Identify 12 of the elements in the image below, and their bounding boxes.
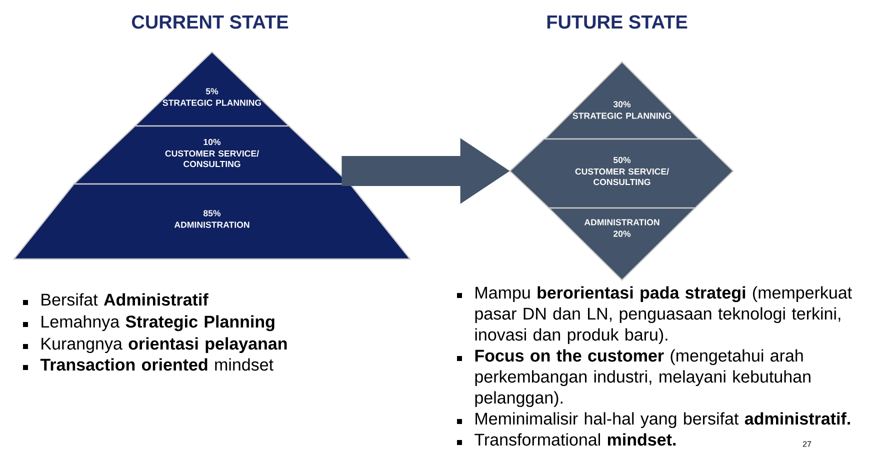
bullet-item: Meminimalisir hal-hal yang bersifat administratif. bbox=[457, 412, 850, 428]
bullet-item: Bersifat Administratif bbox=[23, 293, 208, 306]
bullet-item: Kurangnya orientasi pelayanan bbox=[23, 337, 287, 354]
bullet-item: Lemahnya Strategic Planning bbox=[23, 315, 274, 332]
heading: FUTURE STATE bbox=[547, 15, 688, 29]
bullet-item: Transformational mindset. bbox=[457, 433, 676, 446]
diamond-band: 50% CUSTOMER SERVICE/ CONSULTING bbox=[509, 138, 734, 209]
heading: CURRENT STATE bbox=[132, 15, 288, 29]
bullet-item: Transaction oriented mindset bbox=[23, 358, 274, 371]
page-number: 27 bbox=[802, 441, 812, 447]
bullet-item: Focus on the customer (mengetahui arah perkembangan industri, melayani kebutuhan pelanggan). bbox=[457, 349, 810, 408]
bullet-item: Mampu berorientasi pada strategi (memperkuat pasar DN dan LN, penguasaan teknologi terkini, inovasi dan produk baru). bbox=[457, 286, 852, 344]
